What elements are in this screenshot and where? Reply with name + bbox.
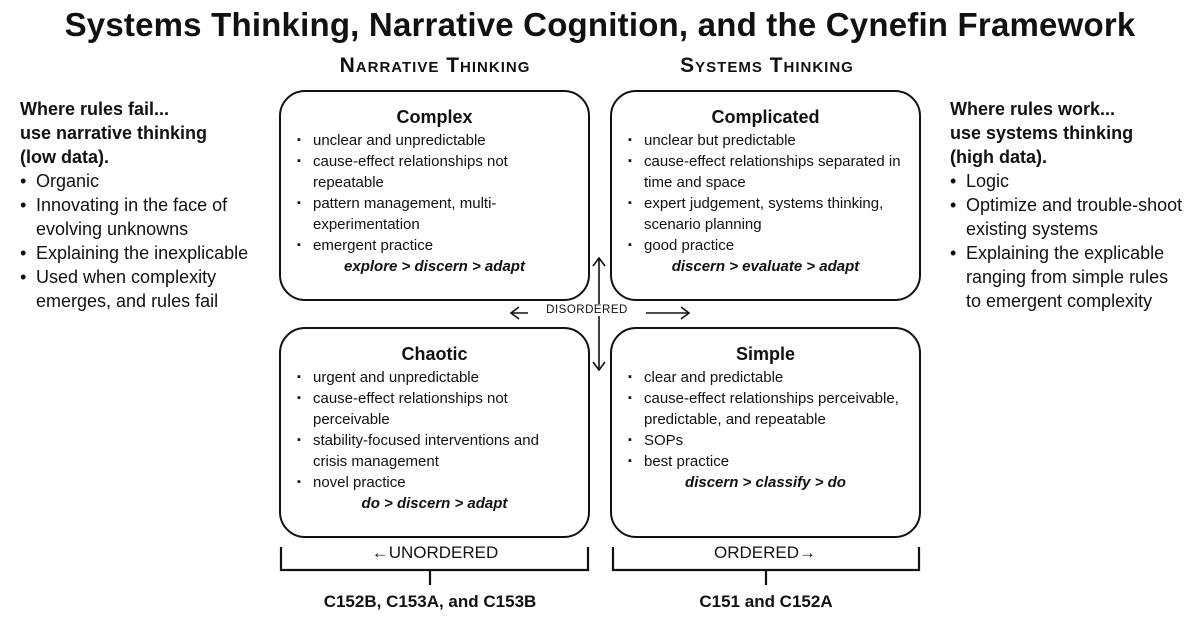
ordered-label: ORDERED→ [660, 543, 870, 563]
list-item: emergent practice [295, 235, 576, 256]
left-panel-list: Organic Innovating in the face of evolvi… [20, 169, 270, 313]
down-arrowhead [592, 361, 606, 372]
left-arrowhead [509, 306, 520, 320]
list-item: urgent and unpredictable [295, 367, 576, 388]
complex-domain-box: Complex unclear and unpredictable cause-… [279, 90, 590, 301]
right-panel-list: Logic Optimize and trouble-shoot existin… [950, 169, 1185, 313]
list-item: expert judgement, systems thinking, scen… [626, 193, 907, 235]
list-item: unclear but predictable [626, 130, 907, 151]
unordered-label: ←UNORDERED [330, 543, 540, 563]
right-panel-heading-line-2: use systems thinking [950, 123, 1134, 143]
list-item: cause-effect relationships separated in … [626, 151, 907, 193]
complicated-sequence: discern > evaluate > adapt [671, 258, 860, 275]
complex-title: Complex [396, 107, 473, 127]
list-item: unclear and unpredictable [295, 130, 576, 151]
right-arrow-icon: → [799, 543, 816, 562]
list-item: clear and predictable [626, 367, 907, 388]
list-item: Organic [20, 169, 270, 193]
left-panel-heading-line-3: (low data). [20, 147, 109, 167]
list-item: cause-effect relationships not perceivab… [295, 388, 576, 430]
right-arrowhead [680, 306, 691, 320]
list-item: pattern management, multi-experimentatio… [295, 193, 576, 235]
chaotic-domain-box: Chaotic urgent and unpredictable cause-e… [279, 327, 590, 538]
systems-thinking-heading: Systems Thinking [680, 54, 854, 77]
right-panel-heading-line-3: (high data). [950, 147, 1047, 167]
left-arrow-icon: ← [371, 543, 389, 562]
unordered-bracket [279, 547, 590, 585]
simple-domain-box: Simple clear and predictable cause-effec… [610, 327, 921, 538]
diagram-title: Systems Thinking, Narrative Cognition, a… [64, 6, 1136, 43]
list-item: cause-effect relationships not repeatabl… [295, 151, 576, 193]
list-item: Explaining the inexplicable [20, 241, 270, 265]
list-item: best practice [626, 451, 907, 472]
unordered-codes: C152B, C153A, and C153B [323, 592, 537, 611]
complex-list: unclear and unpredictable cause-effect r… [281, 130, 588, 256]
list-item: SOPs [626, 430, 907, 451]
narrative-thinking-heading: Narrative Thinking [339, 54, 531, 77]
list-item: Used when complexity emerges, and rules … [20, 265, 270, 313]
chaotic-title: Chaotic [401, 344, 468, 364]
list-item: stability-focused interventions and cris… [295, 430, 576, 472]
complicated-list: unclear but predictable cause-effect rel… [612, 130, 919, 256]
chaotic-sequence: do > discern > adapt [361, 495, 508, 512]
ordered-bracket [611, 547, 921, 585]
ordered-codes: C151 and C152A [699, 592, 833, 611]
simple-sequence: discern > classify > do [685, 474, 846, 491]
right-panel: Where rules work... use systems thinking… [950, 97, 1185, 313]
list-item: good practice [626, 235, 907, 256]
list-item: Innovating in the face of evolving unkno… [20, 193, 270, 241]
unordered-label-text: UNORDERED [388, 543, 499, 562]
complicated-domain-box: Complicated unclear but predictable caus… [610, 90, 921, 301]
list-item: Logic [950, 169, 1185, 193]
simple-list: clear and predictable cause-effect relat… [612, 367, 919, 472]
left-panel: Where rules fail... use narrative thinki… [20, 97, 270, 313]
right-panel-heading-line-1: Where rules work... [950, 99, 1116, 119]
complex-sequence: explore > discern > adapt [344, 258, 525, 275]
chaotic-list: urgent and unpredictable cause-effect re… [281, 367, 588, 493]
ordered-label-text: ORDERED [713, 543, 799, 562]
up-arrowhead [592, 256, 606, 267]
simple-title: Simple [735, 344, 796, 364]
list-item: Optimize and trouble-shoot existing syst… [950, 193, 1185, 241]
left-panel-heading-line-1: Where rules fail... [20, 99, 170, 119]
list-item: cause-effect relationships perceivable, … [626, 388, 907, 430]
complicated-title: Complicated [711, 107, 820, 127]
list-item: Explaining the explicable ranging from s… [950, 241, 1185, 313]
list-item: novel practice [295, 472, 576, 493]
disordered-label: DISORDERED [528, 304, 646, 316]
left-panel-heading-line-2: use narrative thinking [20, 123, 208, 143]
